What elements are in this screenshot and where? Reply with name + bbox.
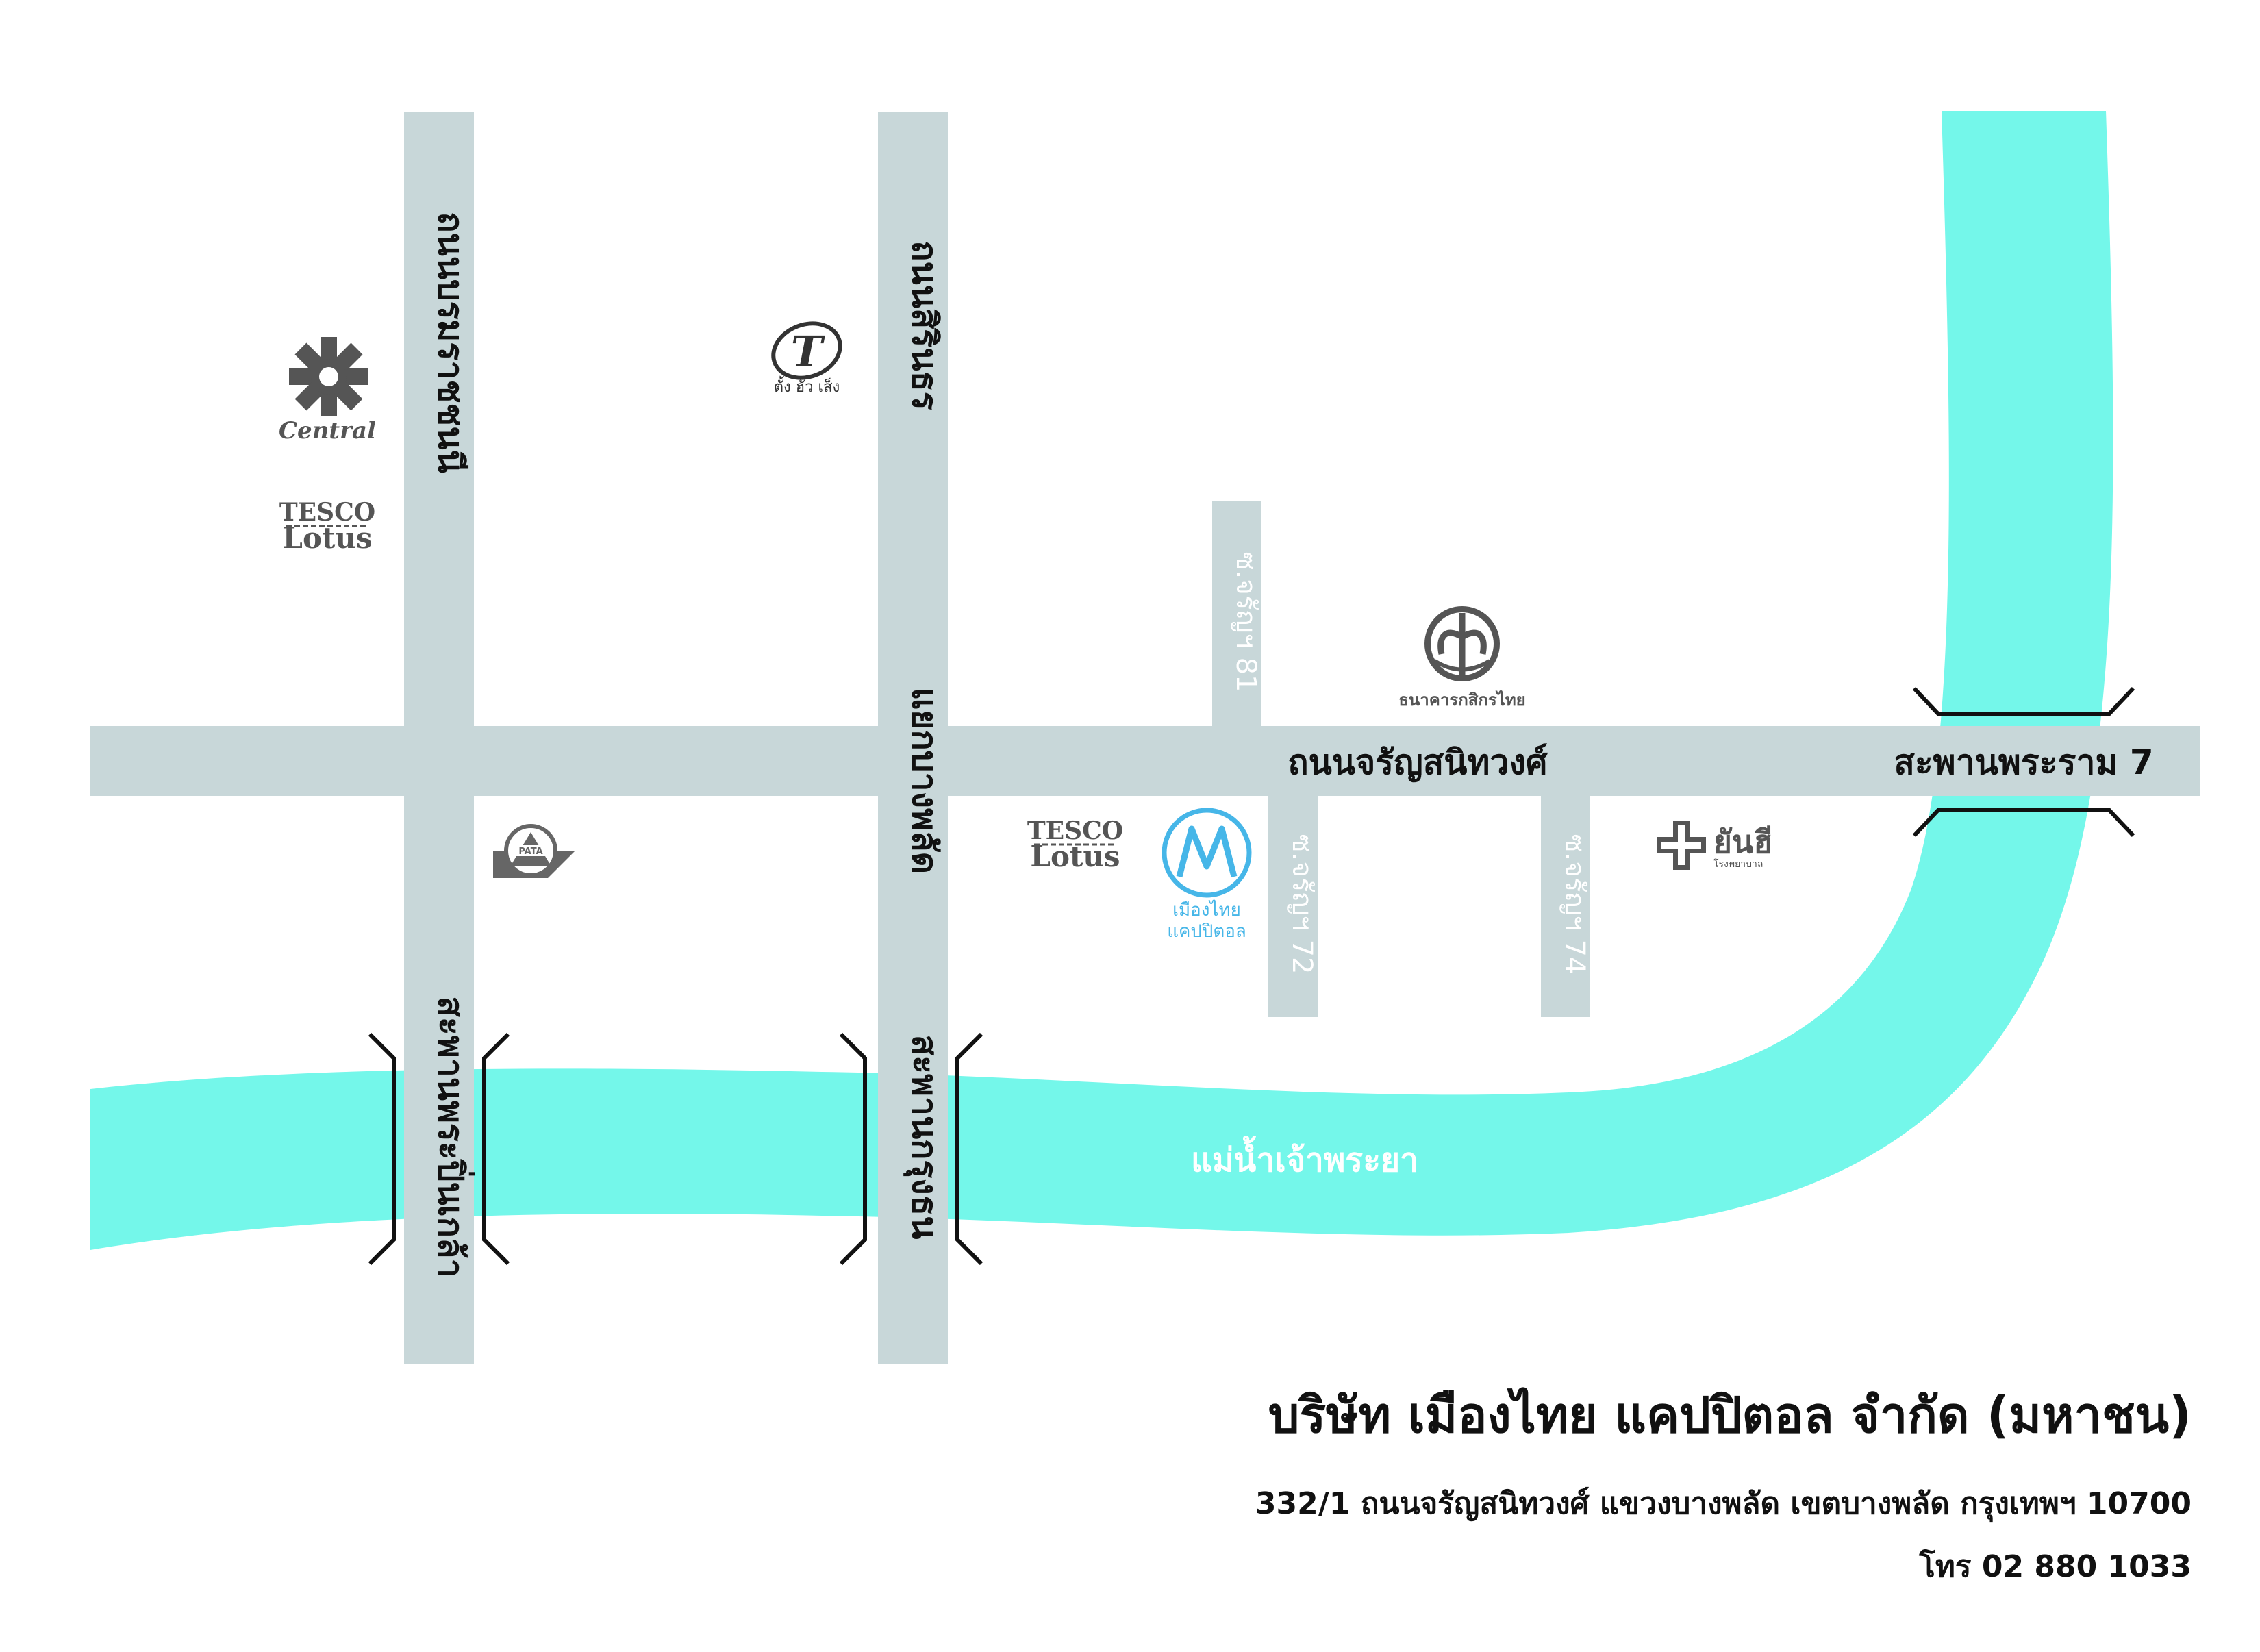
label-bangphlat-junction: แยกบางพลัด <box>905 688 944 874</box>
label-road-charan: ถนนจรัญสนิทวงศ์ <box>1288 742 1548 782</box>
bridge-bracket-krungthon-left <box>839 1032 867 1266</box>
landmark-central: Central <box>279 337 376 445</box>
company-phone: โทร 02 880 1033 <box>1919 1549 2192 1584</box>
label-river: แม่น้ำเจ้าพระยา <box>1191 1136 1418 1179</box>
landmark-yanhee: ยันฮี โรงพยาบาล <box>1657 821 1772 870</box>
chao-phraya-river <box>90 111 2113 1250</box>
tesco-label-2: TESCO <box>1027 816 1123 845</box>
bridge-bracket-rama7-bottom <box>1912 808 2135 838</box>
yanhee-cross-icon <box>1657 821 1706 870</box>
bridge-markers <box>368 686 2135 1266</box>
landmark-kasikorn: ธนาคารกสิกรไทย <box>1398 606 1526 710</box>
label-bridge-krungthon: สะพานกรุงธน <box>903 1035 944 1240</box>
road-charan <box>90 726 2200 796</box>
company-name: บริษัท เมืองไทย แคปปิตอล จำกัด (มหาชน) <box>1268 1386 2192 1444</box>
tang-logo-icon <box>771 321 842 380</box>
road-soi81 <box>1212 501 1261 731</box>
lotus-label-2: Lotus <box>1030 840 1120 873</box>
label-soi72: ซ.จรัญฯ 72 <box>1286 834 1318 975</box>
yanhee-sublabel: โรงพยาบาล <box>1713 858 1763 870</box>
landmark-tesco-lotus-left: TESCO Lotus <box>279 498 375 555</box>
central-icon <box>289 337 368 416</box>
muangthai-label-1: เมืองไทย <box>1172 899 1241 921</box>
roads <box>90 112 2200 1364</box>
label-bridge-rama7: สะพานพระราม 7 <box>1894 742 2153 782</box>
kasikorn-label: ธนาคารกสิกรไทย <box>1398 690 1526 710</box>
label-bridge-pinklao: สะพานพระปิ่นเกล้า <box>431 996 475 1277</box>
landmark-tang-hua-seng: T ตั้ง ฮั่ว เส็ง <box>771 321 842 396</box>
bridge-bracket-krungthon-right <box>955 1032 983 1266</box>
label-road-sirindhorn: ถนนสิรินธร <box>905 240 944 410</box>
bridge-bracket-pinklao-left <box>368 1032 396 1266</box>
central-label: Central <box>279 417 376 445</box>
label-soi81: ซ.จรัญฯ 81 <box>1230 552 1261 692</box>
muangthai-label-2: แคปปิตอล <box>1167 921 1246 942</box>
road-soi74 <box>1541 791 1590 1017</box>
company-address: 332/1 ถนนจรัญสนิทวงศ์ แขวงบางพลัด เขตบาง… <box>1255 1486 2192 1521</box>
bridge-bracket-pinklao-right <box>482 1032 510 1266</box>
tang-label: ตั้ง ฮั่ว เส็ง <box>774 376 840 396</box>
label-soi74: ซ.จรัญฯ 74 <box>1559 834 1590 975</box>
yanhee-label: ยันฮี <box>1713 823 1772 860</box>
road-soi72 <box>1268 791 1318 1017</box>
landmark-pata: PATA <box>493 824 575 878</box>
lotus-label: Lotus <box>282 521 372 555</box>
landmark-muangthai-capital: เมืองไทย แคปปิตอล <box>1162 808 1252 942</box>
label-road-borom: ถนนบรมราชชนนี <box>431 212 470 473</box>
landmark-tesco-lotus-center: TESCO Lotus <box>1027 816 1123 873</box>
bridge-bracket-rama7-top <box>1912 686 2135 716</box>
pata-label: PATA <box>518 847 542 857</box>
tesco-label: TESCO <box>279 498 375 527</box>
tang-logo-letter: T <box>791 327 825 377</box>
muangthai-logo-icon <box>1162 808 1252 898</box>
